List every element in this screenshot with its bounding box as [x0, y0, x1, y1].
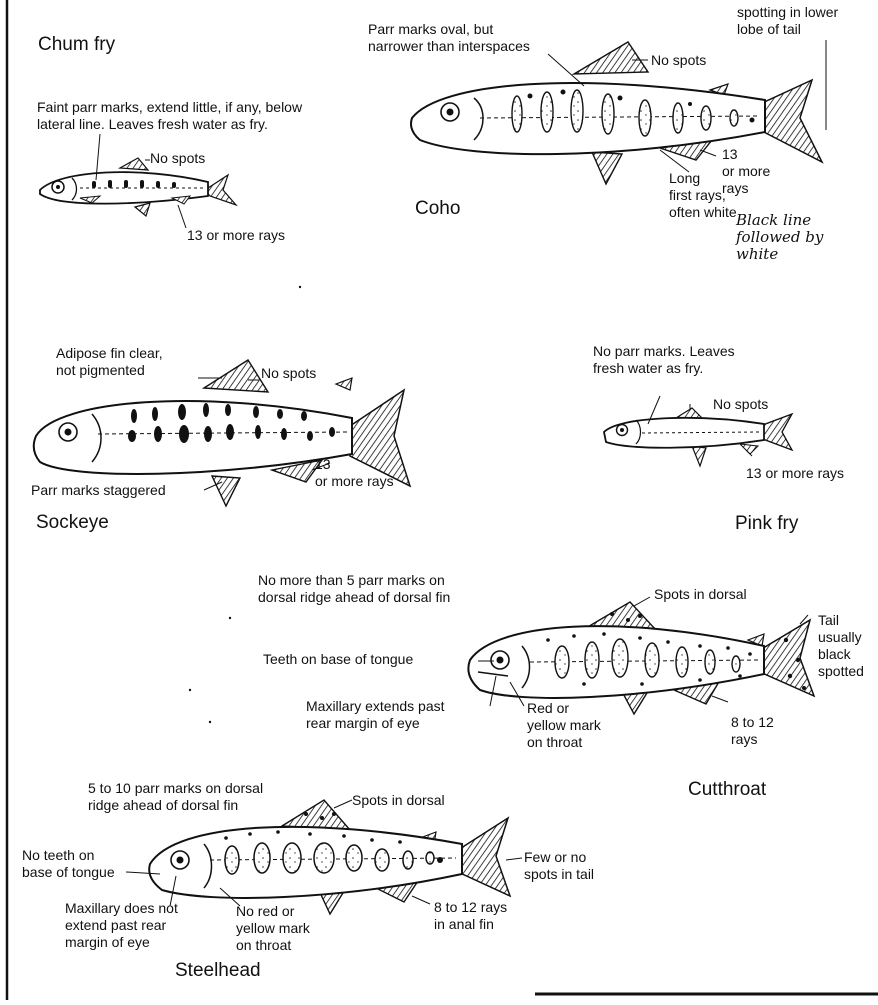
sockeye-dorsal-label: No spots [261, 365, 316, 382]
steelhead-drawing [126, 800, 522, 914]
coho-dorsal-label: No spots [651, 52, 706, 69]
pink-fry-title: Pink fry [735, 513, 798, 535]
sockeye-anal-label: 13 or more rays [315, 456, 394, 490]
steelhead-throat-label: No red or yellow mark on throat [236, 903, 310, 954]
steelhead-maxillary-label: Maxillary does not extend past rear marg… [65, 900, 178, 951]
cutthroat-title: Cutthroat [688, 779, 766, 801]
steelhead-teeth-label: No teeth on base of tongue [22, 847, 115, 881]
coho-parr-note: Parr marks oval, but narrower than inter… [368, 21, 530, 55]
steelhead-tail-label: Few or no spots in tail [524, 849, 594, 883]
cutthroat-throat-label: Red or yellow mark on throat [527, 700, 601, 751]
coho-pelvic-label: Long first rays, often white [669, 170, 737, 221]
coho-title: Coho [415, 198, 460, 220]
chum-parr-note: Faint parr marks, extend little, if any,… [37, 99, 302, 133]
coho-tail-label: spotting in lower lobe of tail [737, 4, 838, 38]
cutthroat-drawing [468, 597, 814, 714]
steelhead-title: Steelhead [175, 960, 261, 982]
sockeye-parr-label: Parr marks staggered [31, 482, 166, 499]
chum-fry-title: Chum fry [38, 34, 115, 56]
cutthroat-dorsal-label: Spots in dorsal [654, 586, 747, 603]
chum-fry-drawing [40, 134, 236, 228]
coho-handwritten-note: Black line followed by white [736, 212, 823, 263]
cutthroat-parr-note: No more than 5 parr marks on dorsal ridg… [258, 572, 450, 606]
steelhead-parr-note: 5 to 10 parr marks on dorsal ridge ahead… [88, 780, 263, 814]
sockeye-adipose-label: Adipose fin clear, not pigmented [56, 345, 163, 379]
steelhead-anal-label: 8 to 12 rays in anal fin [434, 899, 507, 933]
cutthroat-maxillary-label: Maxillary extends past rear margin of ey… [306, 698, 445, 732]
sockeye-title: Sockeye [36, 512, 109, 534]
pink-dorsal-label: No spots [713, 396, 768, 413]
cutthroat-teeth-label: Teeth on base of tongue [263, 651, 413, 668]
chum-anal-label: 13 or more rays [187, 227, 285, 244]
cutthroat-tail-label: Tail usually black spotted [818, 612, 864, 680]
pink-parr-note: No parr marks. Leaves fresh water as fry… [593, 343, 735, 377]
chum-dorsal-label: No spots [150, 150, 205, 167]
cutthroat-anal-label: 8 to 12 rays [731, 714, 774, 748]
pink-anal-label: 13 or more rays [746, 465, 844, 482]
steelhead-dorsal-label: Spots in dorsal [352, 792, 445, 809]
